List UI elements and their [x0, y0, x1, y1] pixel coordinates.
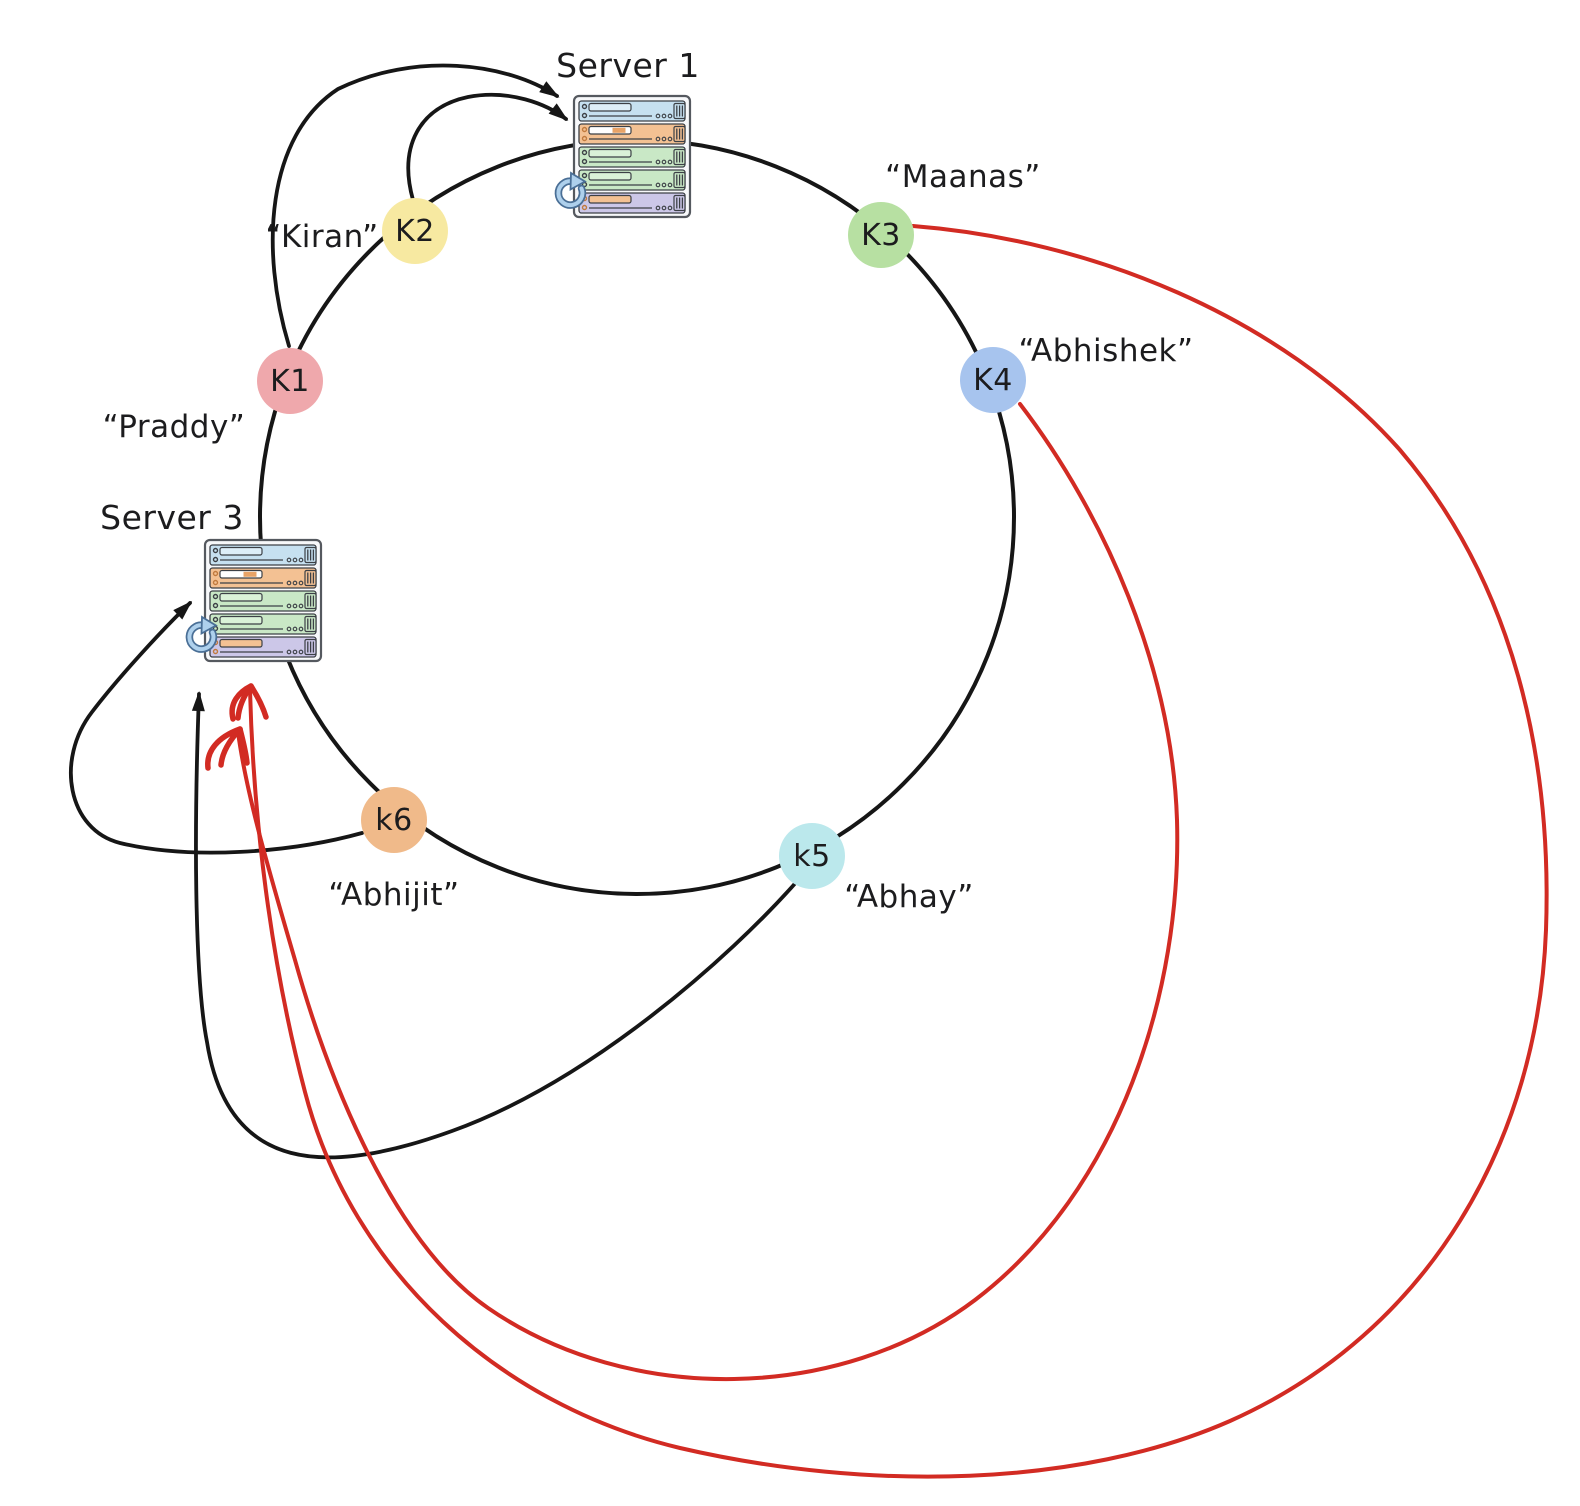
key-node-k2: K2: [382, 198, 448, 264]
key-node-label: K3: [861, 218, 901, 253]
arrow-k6-to-server3: [69, 600, 364, 855]
key-node-k4: K4: [960, 347, 1026, 413]
key-node-circle: [960, 347, 1026, 413]
key-node-circle: [779, 823, 845, 889]
key-node-k3: K3: [848, 202, 914, 268]
key-node-label: K4: [973, 363, 1013, 398]
arrow-k2-to-server1: [406, 92, 569, 202]
key-node-label: K2: [395, 214, 435, 249]
key-name-abhay: “Abhay”: [844, 879, 974, 915]
red-arrowhead-barb: [229, 683, 254, 722]
key-name-praddy: “Praddy”: [103, 409, 246, 445]
server-3-label: Server 3: [100, 498, 244, 537]
key-node-circle: [848, 202, 914, 268]
key-node-circle: [361, 787, 427, 853]
key-node-k6: k6: [361, 787, 427, 853]
key-name-maanas: “Maanas”: [885, 159, 1041, 195]
key-node-label: K1: [270, 364, 310, 399]
key-node-k5: k5: [779, 823, 845, 889]
key-node-circle: [257, 348, 323, 414]
arrow-k1-to-server1: [270, 63, 560, 348]
key-node-label: k5: [793, 839, 830, 874]
server-1-icon: [558, 96, 690, 217]
server-1-label: Server 1: [556, 46, 700, 85]
key-node-label: k6: [375, 803, 412, 838]
red-arrowhead-barb: [237, 726, 250, 766]
key-node-circle: [382, 198, 448, 264]
server-3-icon: [189, 540, 321, 661]
key-node-k1: K1: [257, 348, 323, 414]
arrow-k3-to-server3: [248, 224, 1549, 1479]
key-name-abhijit: “Abhijit”: [328, 877, 459, 913]
key-name-abhishek: “Abhishek”: [1018, 333, 1193, 369]
red-arrowhead-barb: [205, 726, 243, 771]
red-arrowhead-lower: [205, 726, 250, 771]
red-arrowhead-upper: [229, 683, 269, 722]
arrow-k4-to-server3: [236, 402, 1180, 1381]
arrow-k5-to-server3: [191, 691, 801, 1160]
red-arrowhead-barb: [248, 683, 269, 720]
key-name-kiran: “Kiran”: [265, 219, 378, 255]
